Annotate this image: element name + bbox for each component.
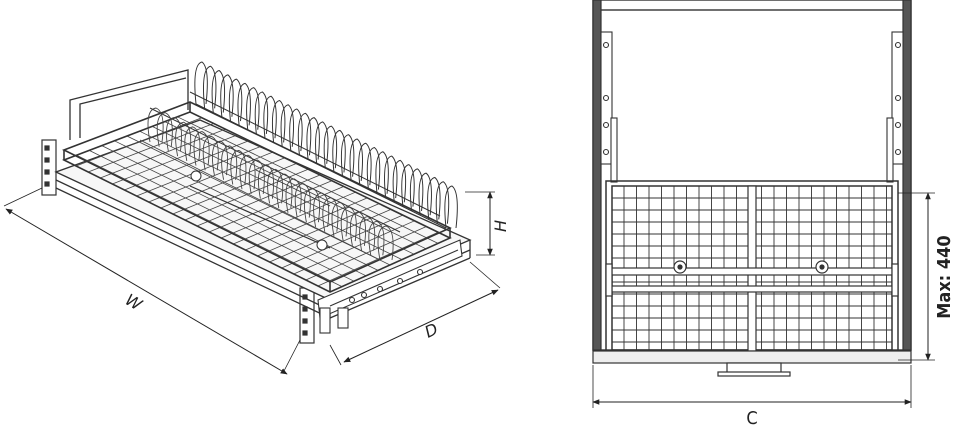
dim-c-label: C xyxy=(746,408,757,429)
wire-arch xyxy=(322,197,339,232)
wire-arch xyxy=(384,155,398,199)
wire xyxy=(139,139,381,261)
front-knobs xyxy=(673,260,829,274)
dim-max-label: Max: 440 xyxy=(934,235,955,318)
wire-arch xyxy=(289,108,303,152)
wire-arch xyxy=(285,178,302,213)
wire-arch xyxy=(184,126,201,161)
wire-arch xyxy=(331,201,348,237)
back-rail xyxy=(69,69,189,140)
wire-arch xyxy=(313,192,330,228)
wire-arch xyxy=(303,187,320,223)
wire-arch xyxy=(294,183,311,218)
wire-arch xyxy=(254,91,269,134)
wire-arch xyxy=(444,185,458,229)
dimension-c: C xyxy=(592,365,912,429)
wire-arch xyxy=(349,211,366,246)
wire-arch xyxy=(211,70,226,113)
wire-arch xyxy=(228,78,243,122)
wire-arch xyxy=(280,104,295,147)
wire-arch xyxy=(401,164,415,207)
wire-arch xyxy=(340,134,355,177)
wire-arch xyxy=(427,176,441,220)
wire xyxy=(114,140,379,271)
wire-arch xyxy=(246,87,260,130)
wire-arch xyxy=(156,112,173,147)
base-plate xyxy=(592,350,912,377)
wire-arch xyxy=(297,112,312,156)
wire-arch xyxy=(315,121,329,164)
wire-arch xyxy=(340,206,357,242)
wire-arch xyxy=(332,129,346,173)
wire-arch xyxy=(276,173,293,209)
wire-arch xyxy=(230,150,247,185)
wire-arch xyxy=(257,164,274,199)
bowl-rack xyxy=(139,107,394,261)
wire-arch xyxy=(175,121,192,157)
wire-arch xyxy=(267,168,284,204)
wire-arch xyxy=(349,138,363,182)
wire xyxy=(195,103,447,229)
upper-rails xyxy=(600,31,904,183)
tray-knob xyxy=(316,239,328,251)
wire-arch xyxy=(220,74,234,117)
wire xyxy=(139,130,403,260)
front-view: C Max: 440 xyxy=(592,0,955,429)
wire-arch xyxy=(358,142,372,186)
wire-arch xyxy=(194,61,208,105)
dim-w-label: W xyxy=(122,290,146,315)
wire-arch xyxy=(237,82,251,126)
wire-arch xyxy=(418,172,432,216)
basket-divider xyxy=(605,185,899,352)
dimension-max: Max: 440 xyxy=(898,192,955,361)
wire-arch xyxy=(271,99,286,143)
wire-arch xyxy=(377,225,394,261)
wire-arch xyxy=(193,131,210,166)
dimension-h: H xyxy=(465,191,510,256)
wire-arch xyxy=(375,151,389,194)
tray-knob xyxy=(190,170,202,182)
wire xyxy=(149,107,401,233)
wire-arch xyxy=(306,117,320,160)
left-mounting-post xyxy=(41,139,57,196)
wire-arch xyxy=(239,154,256,190)
isometric-basket-view: W D H xyxy=(3,61,510,375)
wire-arch xyxy=(211,140,228,176)
plate-rack xyxy=(149,61,458,233)
wire xyxy=(189,91,441,217)
side-panels xyxy=(592,0,912,351)
wire-arch xyxy=(248,159,265,195)
wire-arch xyxy=(165,116,182,152)
wire-arch xyxy=(392,159,407,203)
wire-arch xyxy=(323,125,338,169)
wire-arch xyxy=(409,168,424,211)
wire-arch xyxy=(202,65,217,109)
wire-arch xyxy=(147,107,164,143)
wire-arch xyxy=(263,95,277,139)
wire xyxy=(177,116,439,244)
wire-arch xyxy=(359,216,376,251)
wire-arch xyxy=(368,220,385,256)
wire-arch xyxy=(435,181,450,224)
wire-arch xyxy=(202,135,219,171)
wire-arch xyxy=(366,146,381,190)
dim-h-label: H xyxy=(491,220,510,232)
wire-arch xyxy=(221,145,238,180)
dim-d-label: D xyxy=(422,319,441,341)
